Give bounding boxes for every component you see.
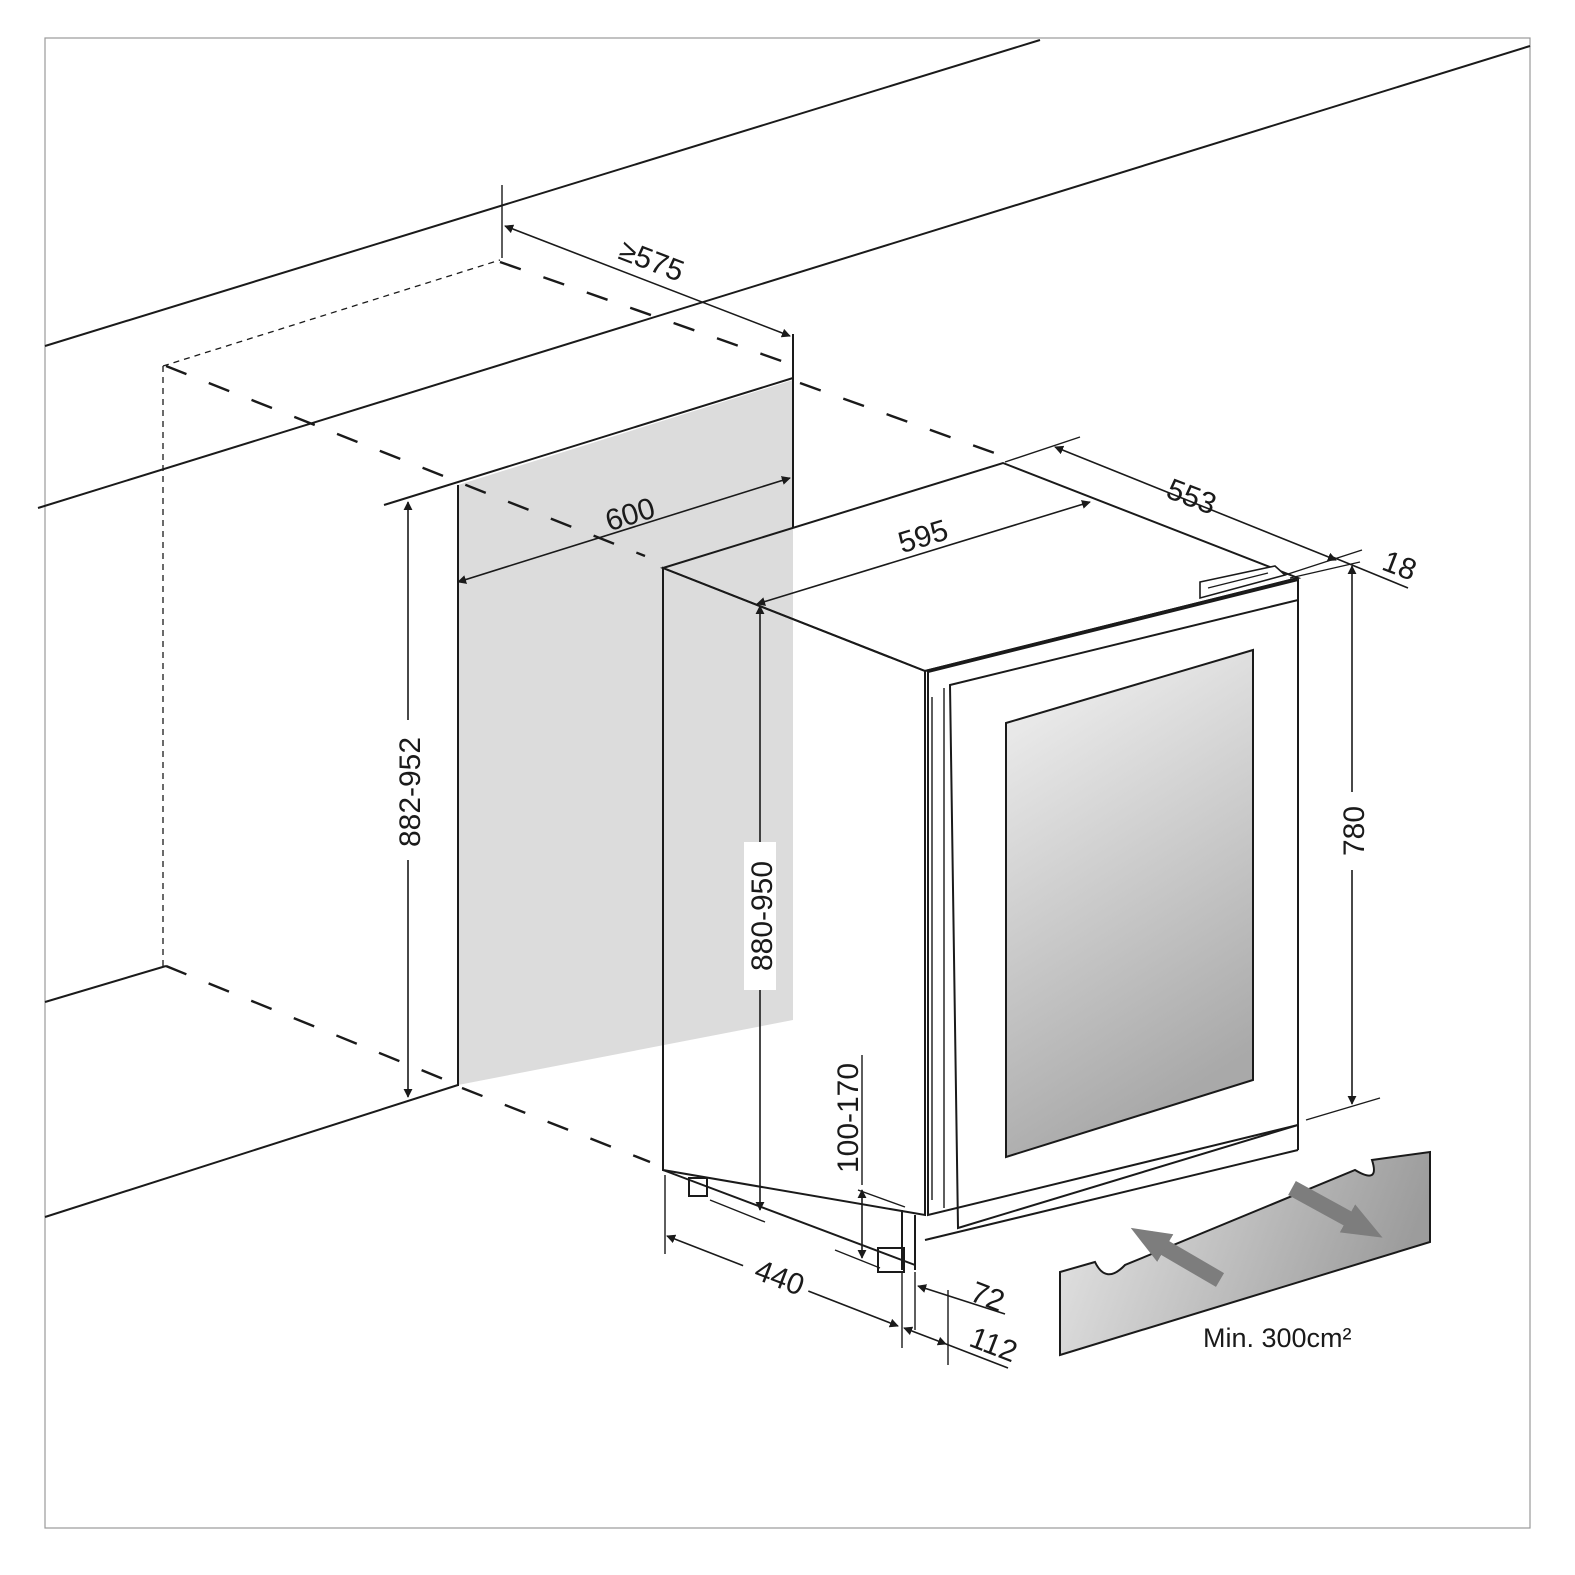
label-niche-height: 882-952: [394, 737, 427, 847]
label-cabinet-width: 595: [894, 514, 952, 560]
label-plinth-height: 100-170: [832, 1063, 865, 1173]
foot-rear: [688, 1177, 708, 1197]
label-plinth-setback: 72: [966, 1276, 1009, 1319]
dim-door-height: 780: [1289, 561, 1381, 1121]
label-plinth-offset: 112: [965, 1321, 1021, 1369]
airflow-out-arrow: [1288, 1180, 1383, 1238]
dim-plinth-height: 100-170: [832, 1055, 906, 1269]
glass-pane: [1005, 648, 1254, 1159]
niche-edges: [383, 334, 794, 1086]
dim-cabinet-width: 595: [756, 500, 1091, 606]
glass-door: [927, 565, 1299, 1230]
wine-cooler-cabinet: [659, 461, 1302, 1217]
niche-back-wall: [458, 380, 793, 1085]
dim-cabinet-height: 880-950: [709, 605, 779, 1223]
label-door-thickness: 18: [1378, 545, 1421, 588]
dim-plinth-offsets: 72 112: [903, 1272, 1022, 1369]
dim-cabinet-depth: 553 18: [1004, 436, 1421, 589]
diagram-frame: [44, 37, 1531, 1529]
label-door-height: 780: [1338, 806, 1371, 856]
label-niche-depth: ≥575: [614, 234, 688, 289]
ventilation-grille: Min. 300cm²: [1059, 1150, 1431, 1357]
ventilation-caption: Min. 300cm²: [1203, 1323, 1352, 1353]
airflow-in-arrow: [1130, 1227, 1225, 1287]
label-cabinet-height: 880-950: [746, 861, 779, 971]
dim-foot-depth: 440: [664, 1175, 903, 1348]
label-cabinet-depth: 553: [1162, 473, 1221, 522]
dim-niche-height: 882-952: [392, 501, 427, 1098]
